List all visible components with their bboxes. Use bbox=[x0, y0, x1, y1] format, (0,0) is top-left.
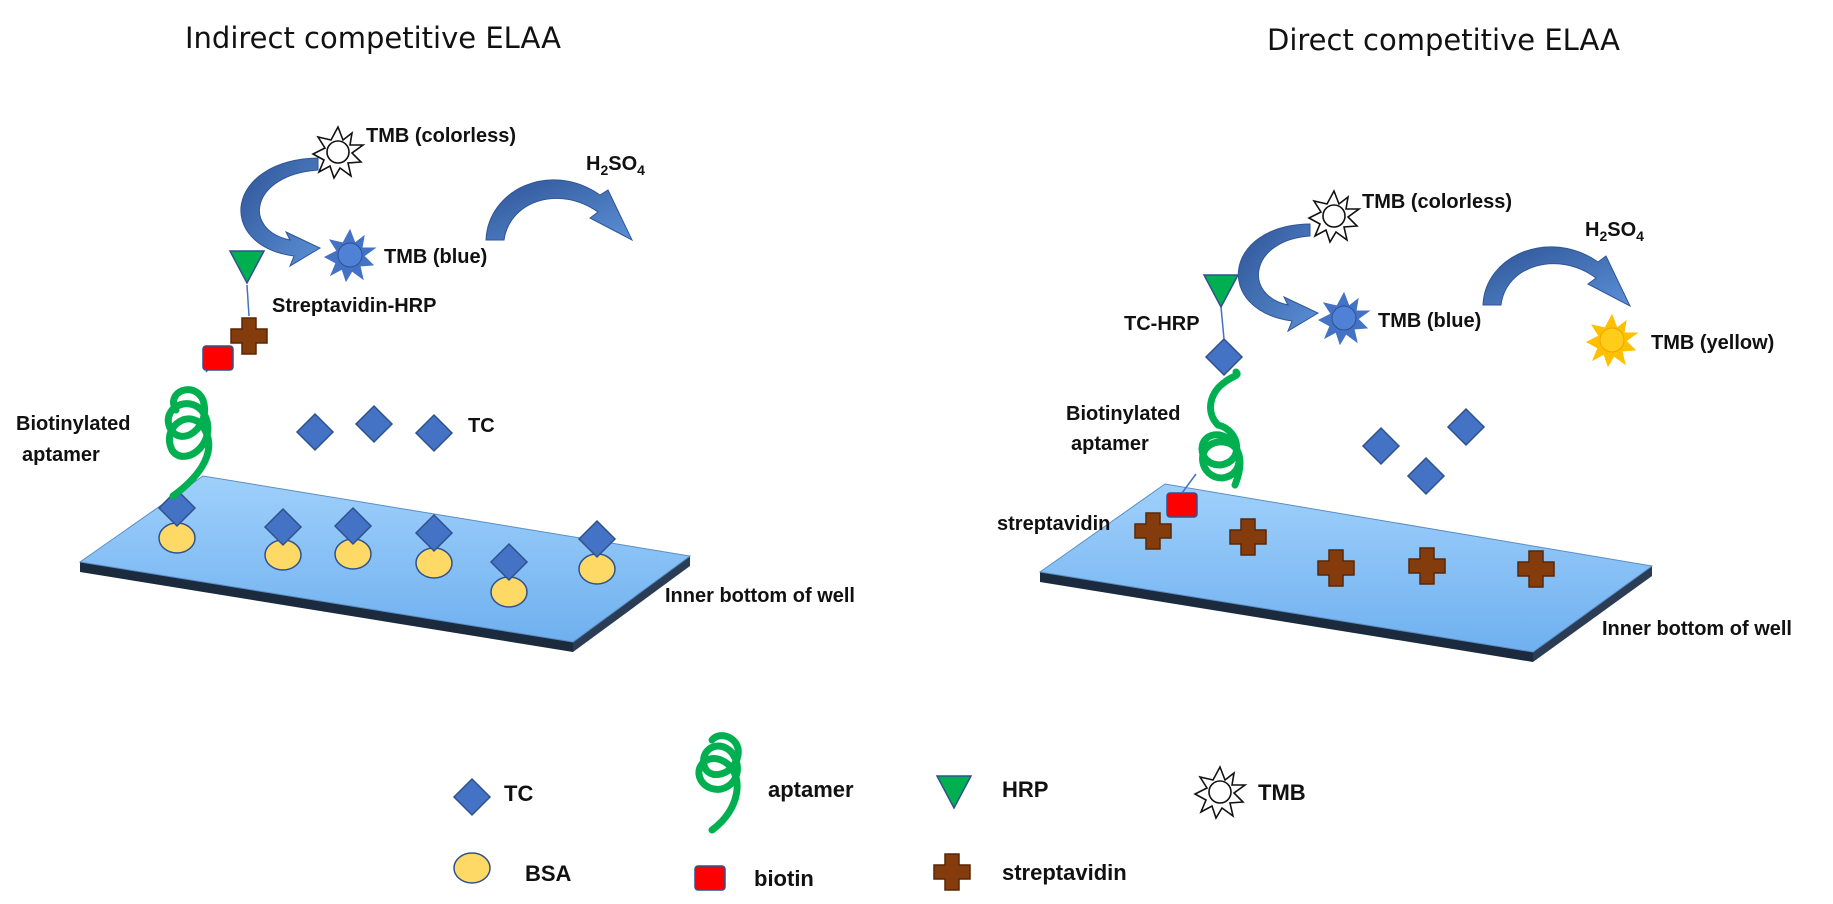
legend-tc: TC bbox=[504, 781, 533, 806]
legend-aptamer-icon bbox=[695, 732, 742, 834]
indirect-well-surface bbox=[78, 475, 692, 652]
direct-tmb-colorless: TMB (colorless) bbox=[1362, 191, 1512, 213]
direct-tmb-blue: TMB (blue) bbox=[1378, 310, 1481, 332]
hrp-triangle bbox=[229, 250, 265, 284]
legend-streptavidin-icon bbox=[933, 853, 971, 891]
bsa-shape bbox=[578, 553, 616, 585]
legend-tmb-icon bbox=[1194, 766, 1246, 819]
legend-tmb: TMB bbox=[1258, 780, 1306, 805]
legend-bsa-icon bbox=[453, 852, 491, 884]
indirect-panel: Indirect competitive ELAA Inner bottom o… bbox=[16, 21, 855, 652]
direct-aptamer-label-1: Biotinylated bbox=[1066, 403, 1180, 425]
direct-tmb-yellow: TMB (yellow) bbox=[1651, 332, 1774, 354]
direct-streptavidin-label: streptavidin bbox=[997, 513, 1110, 535]
conversion-arrow bbox=[1237, 223, 1320, 333]
tc-diamond bbox=[296, 413, 334, 451]
direct-aptamer-label-2: aptamer bbox=[1071, 433, 1149, 455]
indirect-title: Indirect competitive ELAA bbox=[185, 21, 561, 55]
indirect-surface-label: Inner bottom of well bbox=[665, 585, 855, 607]
legend-bsa: BSA bbox=[525, 861, 572, 886]
tc-diamond bbox=[415, 414, 453, 452]
streptavidin-shape bbox=[230, 317, 268, 355]
linker bbox=[1220, 306, 1225, 340]
direct-acid-label: H2SO4 bbox=[1585, 219, 1644, 244]
indirect-aptamer-label-1: Biotinylated bbox=[16, 413, 130, 435]
acid-arrow bbox=[485, 179, 634, 242]
conversion-arrow bbox=[240, 157, 322, 268]
tmb-colorless-icon bbox=[312, 126, 364, 179]
legend: TC BSA aptamer biotin HRP streptavidin T… bbox=[453, 732, 1306, 891]
tmb-blue-icon bbox=[324, 229, 376, 282]
indirect-conjugate-label: Streptavidin-HRP bbox=[272, 295, 436, 317]
direct-surface-label: Inner bottom of well bbox=[1602, 618, 1792, 640]
indirect-tmb-blue: TMB (blue) bbox=[384, 246, 487, 268]
indirect-acid-label: H2SO4 bbox=[586, 153, 645, 178]
indirect-tmb-colorless: TMB (colorless) bbox=[366, 125, 516, 147]
indirect-aptamer-label-2: aptamer bbox=[22, 444, 100, 466]
bsa-shape bbox=[415, 547, 453, 579]
tmb-colorless-icon bbox=[1308, 190, 1360, 243]
legend-hrp: HRP bbox=[1002, 777, 1048, 802]
legend-tc-icon bbox=[453, 778, 491, 816]
legend-streptavidin: streptavidin bbox=[1002, 860, 1127, 885]
tmb-yellow-icon bbox=[1586, 314, 1638, 367]
acid-arrow bbox=[1482, 246, 1632, 308]
biotin-tag bbox=[202, 345, 234, 371]
legend-biotin-icon bbox=[694, 865, 726, 891]
bsa-shape bbox=[158, 522, 196, 554]
direct-conjugate-label: TC-HRP bbox=[1124, 313, 1200, 335]
bsa-shape bbox=[490, 576, 528, 608]
tc-diamond bbox=[1362, 427, 1400, 465]
linker bbox=[246, 284, 250, 317]
direct-title: Direct competitive ELAA bbox=[1267, 23, 1620, 57]
biotin-tag bbox=[1166, 492, 1198, 518]
indirect-aptamer bbox=[164, 386, 213, 500]
legend-biotin: biotin bbox=[754, 866, 814, 891]
tc-diamond bbox=[1407, 457, 1445, 495]
indirect-tc-label: TC bbox=[468, 415, 495, 437]
tc-diamond bbox=[1447, 408, 1485, 446]
direct-aptamer bbox=[1198, 368, 1244, 489]
direct-free-tc bbox=[1362, 408, 1485, 495]
tmb-blue-icon bbox=[1318, 292, 1370, 345]
legend-hrp-icon bbox=[936, 775, 972, 809]
indirect-free-tc bbox=[296, 405, 453, 452]
hrp-triangle bbox=[1203, 274, 1239, 308]
legend-aptamer: aptamer bbox=[768, 777, 854, 802]
tc-diamond bbox=[355, 405, 393, 443]
linker bbox=[1181, 473, 1197, 494]
direct-panel: Direct competitive ELAA Inner bottom of … bbox=[997, 23, 1792, 662]
